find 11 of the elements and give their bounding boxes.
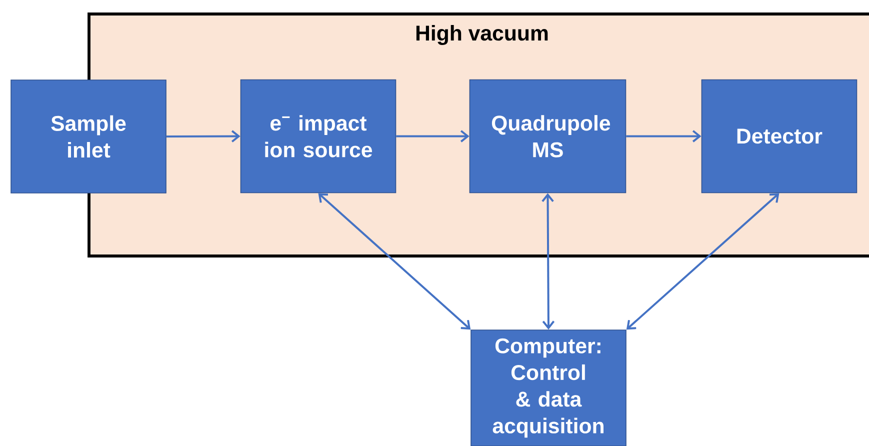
arrow <box>542 193 555 330</box>
arrow <box>166 130 240 142</box>
arrow <box>318 193 471 330</box>
process-box: Computer: Control & data acquisition <box>470 330 626 446</box>
process-box: Quadrupole MS <box>469 79 626 194</box>
process-box: e$^{−}$ impact ion source <box>240 79 396 194</box>
arrow <box>626 193 780 330</box>
process-box: Detector <box>701 79 858 194</box>
arrow <box>396 130 470 142</box>
arrow <box>626 130 702 142</box>
process-box: Sample inlet <box>10 80 166 194</box>
